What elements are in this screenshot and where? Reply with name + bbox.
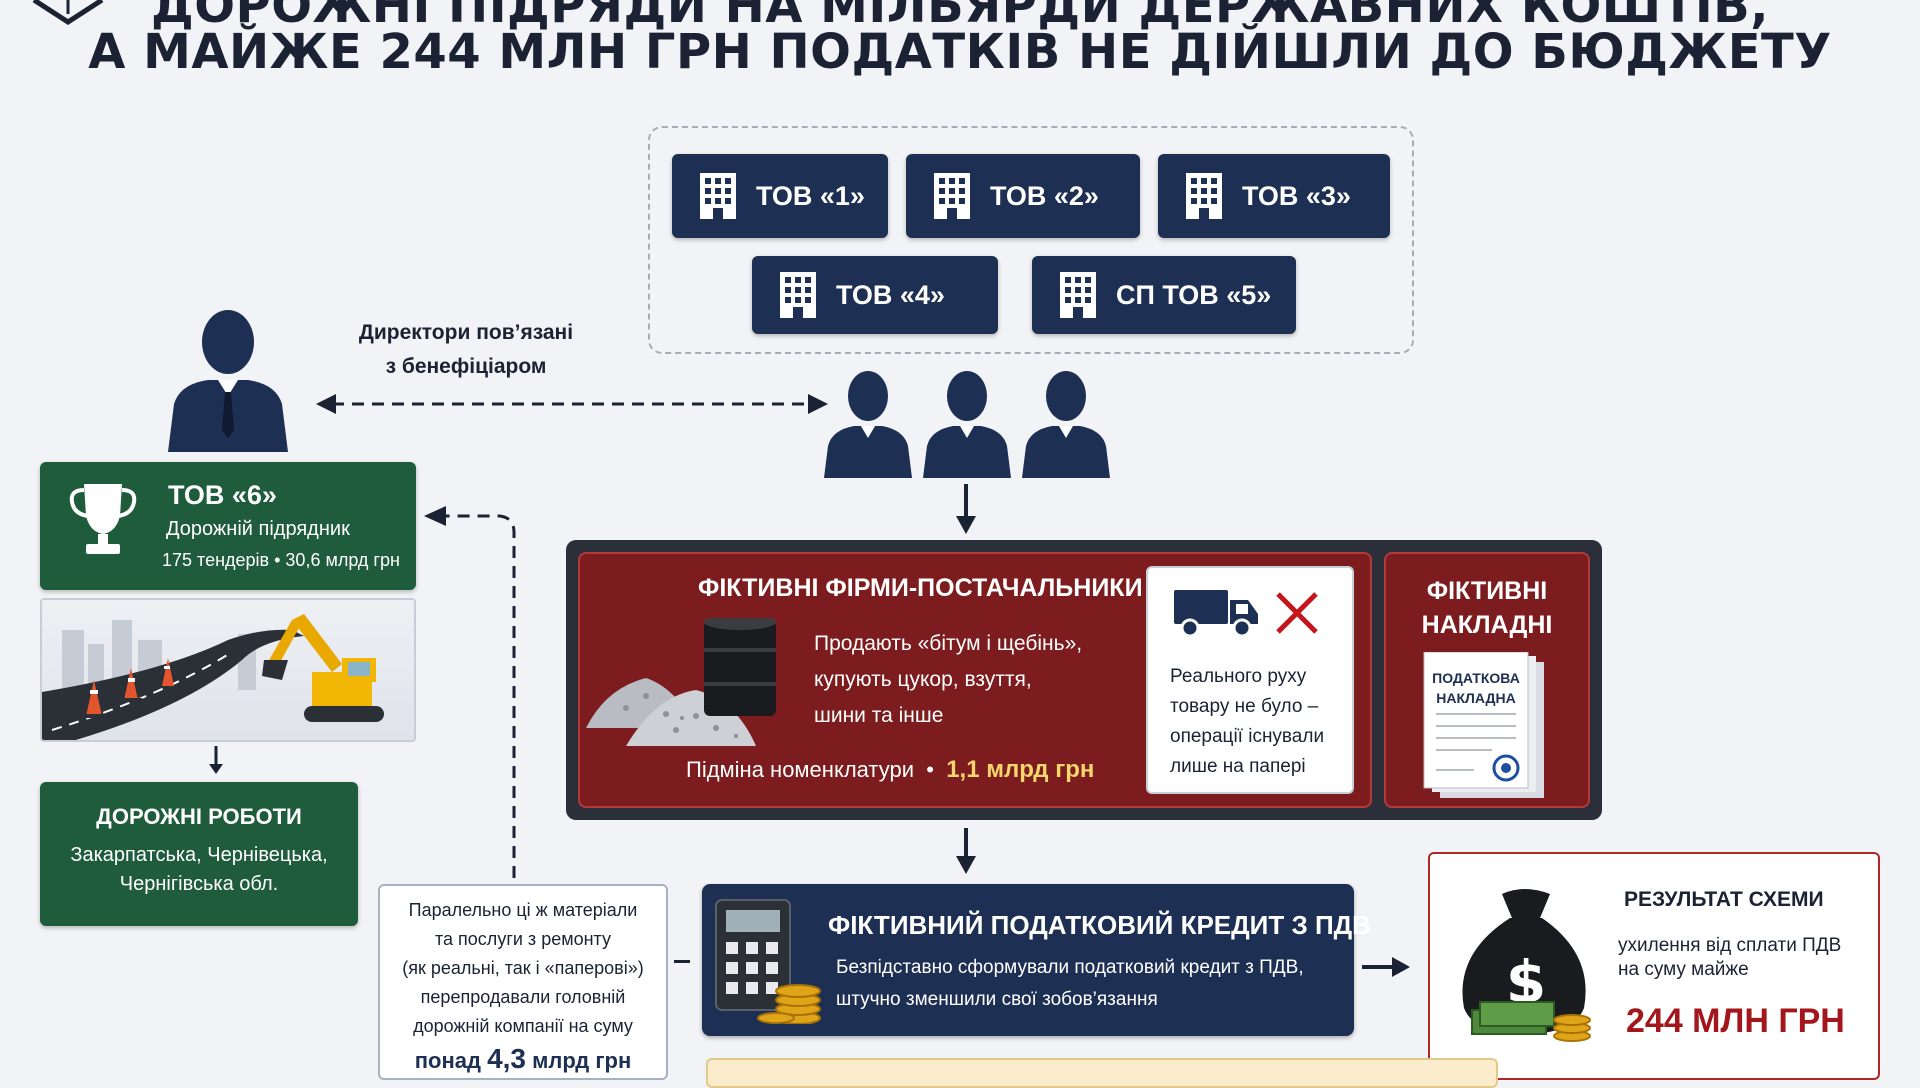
no-movement-line2: товару не було – [1170, 696, 1319, 717]
arrow-right-icon [1362, 957, 1410, 977]
resale-line4: перепродавали головній [420, 987, 626, 1007]
company-box-2: ТОВ «2» [906, 154, 1140, 238]
result-line1: ухилення від сплати ПДВ [1618, 935, 1842, 956]
calculator-coins-icon [715, 899, 821, 1024]
resale-box: Паралельно ці ж матеріали та послуги з р… [378, 884, 668, 1080]
substitution-row: Підміна номенклатури • 1,1 млрд грн [686, 756, 1094, 784]
resale-text: Паралельно ці ж матеріали та послуги з р… [380, 896, 666, 1041]
no-movement-text: Реального руху товару не було – операції… [1170, 662, 1324, 782]
shell-companies-group [648, 126, 1414, 354]
fictive-suppliers-box: ФІКТИВНІ ФІРМИ-ПОСТАЧАЛЬНИКИ Продають «б… [578, 552, 1372, 808]
arrow-down-icon [956, 484, 976, 534]
substitution-label: Підміна номенклатури [686, 757, 915, 782]
contractor-role: Дорожній підрядник [166, 518, 350, 540]
beneficiary-person-icon [168, 310, 288, 452]
no-movement-box: Реального руху товару не було – операції… [1146, 566, 1354, 794]
no-movement-line1: Реального руху [1170, 666, 1307, 687]
no-movement-line4: лише на папері [1170, 756, 1306, 777]
company-label: ТОВ «4» [836, 279, 945, 310]
connector-line [674, 960, 690, 963]
road-works-title: ДОРОЖНІ РОБОТИ [96, 804, 302, 829]
fictive-suppliers-line3: шини та інше [814, 704, 944, 727]
contractor-stats: 175 тендерів • 30,6 млрд грн [162, 550, 400, 570]
fictive-invoices-line2: НАКЛАДНІ [1421, 611, 1553, 639]
bitumen-gravel-icon [586, 618, 776, 746]
result-title: РЕЗУЛЬТАТ СХЕМИ [1624, 888, 1824, 911]
road-works-box: ДОРОЖНІ РОБОТИ Закарпатська, Чернівецька… [40, 782, 358, 926]
vat-credit-box: ФІКТИВНИЙ ПОДАТКОВИЙ КРЕДИТ З ПДВ Безпід… [702, 884, 1371, 1036]
building-icon [780, 272, 816, 318]
page-title-line2: А МАЙЖЕ 244 МЛН ГРН ПОДАТКІВ НЕ ДІЙШЛИ Д… [88, 24, 1832, 80]
result-desc: ухилення від сплати ПДВ на суму майже [1618, 934, 1841, 982]
no-movement-line3: операції існували [1170, 726, 1325, 747]
invoice-document-icon [1423, 652, 1544, 798]
company-label: ТОВ «1» [756, 180, 865, 211]
building-icon [934, 173, 970, 219]
road-works-line2: Чернігівська обл. [119, 873, 279, 895]
invoice-doc-line2: НАКЛАДНА [1436, 690, 1516, 706]
fictive-invoices-title: ФІКТИВНІ НАКЛАДНІ [1386, 574, 1588, 642]
building-icon [700, 173, 736, 219]
contractor-name: ТОВ «6» [168, 480, 277, 510]
road-works-line1: Закарпатська, Чернівецька, [70, 844, 328, 866]
fictive-suppliers-title: ФІКТИВНІ ФІРМИ-ПОСТАЧАЛЬНИКИ [698, 574, 1143, 602]
vat-credit-line2: штучно зменшили свої зобов’язання [836, 989, 1158, 1010]
fictive-suppliers-desc: Продають «бітум і щебінь», купують цукор… [814, 626, 1082, 734]
page-title-line1: ДОРОЖНІ ПІДРЯДИ НА МІЛЬЯРДИ ДЕРЖАВНИХ КО… [150, 0, 1769, 34]
contractor-box: ТОВ «6» Дорожній підрядник 175 тендерів … [40, 462, 416, 590]
company-box-5: СП ТОВ «5» [1032, 256, 1296, 334]
substitution-amount: 1,1 млрд грн [946, 756, 1095, 783]
fictive-invoices-box: ФІКТИВНІ НАКЛАДНІ ПОДАТКОВА НАКЛАДНА [1384, 552, 1590, 808]
invoice-doc-label: ПОДАТКОВА НАКЛАДНА [1426, 668, 1526, 708]
resale-amount-suffix: млрд грн [532, 1048, 632, 1073]
logo-shield-icon [32, 0, 104, 25]
fictive-invoices-line1: ФІКТИВНІ [1426, 577, 1548, 605]
truck-crossed-icon [1174, 590, 1318, 638]
company-box-1: ТОВ «1» [672, 154, 888, 238]
company-box-4: ТОВ «4» [752, 256, 998, 334]
company-label: ТОВ «3» [1242, 180, 1351, 211]
arrow-down-small-icon [209, 746, 223, 774]
vat-credit-line1: Безпідставно сформували податковий креди… [836, 957, 1304, 978]
resale-line3: (як реальні, так і «паперові») [402, 958, 644, 978]
road-works-illustration [40, 598, 416, 742]
directors-group-icon [824, 371, 1110, 478]
building-icon [1186, 173, 1222, 219]
company-label: СП ТОВ «5» [1116, 279, 1272, 310]
bottom-banner-partial [706, 1058, 1498, 1088]
trophy-icon [69, 484, 137, 554]
building-icon [1060, 272, 1096, 318]
fictive-suppliers-line2: купують цукор, взуття, [814, 668, 1032, 691]
vat-credit-desc: Безпідставно сформували податковий креди… [836, 952, 1304, 1016]
road-excavator-icon [42, 614, 384, 740]
invoice-doc-line1: ПОДАТКОВА [1432, 670, 1520, 686]
resale-amount-prefix: понад [414, 1048, 481, 1073]
vat-credit-title: ФІКТИВНИЙ ПОДАТКОВИЙ КРЕДИТ З ПДВ [828, 910, 1371, 940]
link-double-arrow-icon [316, 394, 828, 414]
result-line2: на суму майже [1618, 959, 1749, 980]
company-box-3: ТОВ «3» [1158, 154, 1390, 238]
result-amount: 244 МЛН ГРН [1626, 1002, 1845, 1040]
resale-line2: та послуги з ремонту [435, 929, 611, 949]
resale-line5: дорожній компанії на суму [413, 1016, 633, 1036]
arrow-down-icon [956, 828, 976, 874]
resale-line1: Паралельно ці ж матеріали [408, 900, 638, 920]
company-label: ТОВ «2» [990, 180, 1099, 211]
resale-amount: понад 4,3 млрд грн [380, 1043, 666, 1075]
resale-return-arrow-icon [424, 506, 516, 878]
result-box: $ РЕЗУЛЬТАТ СХЕМИ ухилення від сплати ПД… [1428, 852, 1880, 1080]
resale-amount-value: 4,3 [487, 1043, 527, 1074]
bullet-separator: • [920, 757, 941, 782]
directors-note-line2: з бенефіціаром [385, 355, 547, 378]
directors-note-line1: Директори пов’язані [358, 321, 574, 344]
directors-note: Директори пов’язані з бенефіціаром [336, 316, 596, 384]
money-bag-icon: $ [1462, 889, 1591, 1042]
fictive-suppliers-line1: Продають «бітум і щебінь», [814, 632, 1083, 655]
